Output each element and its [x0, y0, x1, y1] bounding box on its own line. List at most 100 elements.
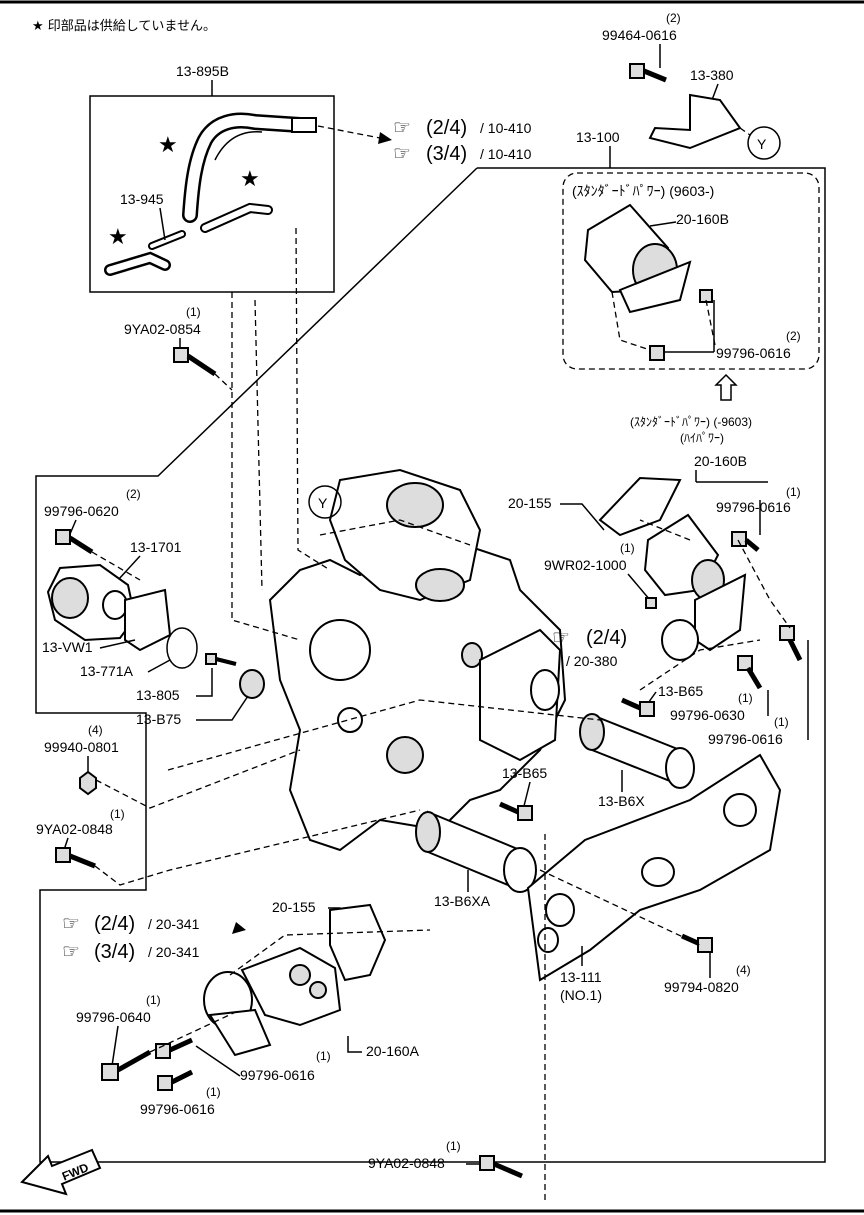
bolt-99796-0640	[101, 1049, 152, 1081]
label-std-power-pre9603: (ｽﾀﾝﾀﾞｰﾄﾞﾊﾟﾜｰ) (-9603)	[630, 415, 752, 429]
label-99796-0640: 99796-0640	[76, 1009, 151, 1025]
y-marker-circle	[747, 126, 781, 160]
header-note: ★ 印部品は供給していません。	[32, 19, 216, 34]
label-13-B6X: 13-B6X	[598, 793, 645, 809]
ref-20-341-a[interactable]: / 20-341	[148, 916, 200, 932]
up-arrow-icon	[714, 373, 738, 401]
actuator-20-160B	[643, 513, 747, 661]
actuator-20-160B-top	[583, 203, 713, 361]
label-9WR02-1000: 9WR02-1000	[544, 557, 627, 573]
gasket-20-155	[329, 903, 387, 982]
bolt-13-805	[205, 653, 237, 666]
bolt-9YA02-0854	[173, 347, 217, 377]
label-99940-0801: 99940-0801	[44, 739, 119, 755]
gasket-20-155-top	[598, 476, 682, 537]
qty-99796-0640: (1)	[146, 993, 161, 1007]
hand-icon: ☞	[393, 117, 411, 139]
ref-3-4-20-341[interactable]: (3/4)	[94, 941, 135, 963]
nut-99940	[79, 770, 97, 796]
label-20-160B-top: 20-160B	[676, 211, 729, 227]
bracket-13-380	[648, 93, 742, 150]
qty-99796-0620: (2)	[126, 487, 141, 501]
label-99796-0616-a: 99796-0616	[716, 345, 791, 361]
label-13-945: 13-945	[120, 191, 164, 207]
gasket-13-111	[526, 753, 782, 982]
star-icon: ★	[108, 225, 128, 250]
bolt-99796-0616-b	[731, 531, 760, 552]
valve-13-B6X	[579, 713, 695, 789]
bolt-99796-0616-e	[157, 1069, 194, 1091]
label-13-VW1: 13-VW1	[42, 639, 93, 655]
ref-3-4[interactable]: (3/4)	[426, 143, 467, 165]
y-marker-main: Y	[318, 495, 328, 511]
qty-9WR02: (1)	[620, 541, 635, 555]
label-13-111-no: (NO.1)	[560, 987, 602, 1003]
ref-10-410-b[interactable]: / 10-410	[480, 146, 532, 162]
hand-icon: ☞	[62, 913, 80, 935]
label-20-155-top: 20-155	[508, 495, 552, 511]
bolt-99464	[629, 63, 667, 83]
plug-9WR02	[645, 597, 657, 609]
hose-13-945	[104, 230, 186, 276]
label-13-100: 13-100	[576, 129, 620, 145]
ref-2-4-20-380[interactable]: (2/4)	[586, 627, 627, 649]
qty-99796-0616-e: (1)	[206, 1085, 221, 1099]
gear-13-B75	[239, 669, 265, 699]
bolt-99794-0820	[680, 933, 713, 953]
valve-13-B6XA	[415, 810, 537, 893]
engine-block-housing	[268, 468, 567, 852]
qty-99464: (2)	[666, 11, 681, 25]
qty-99796-0616-b: (1)	[786, 485, 801, 499]
label-99796-0616-b: 99796-0616	[716, 499, 791, 515]
label-99796-0630: 99796-0630	[670, 707, 745, 723]
qty-99796-0616-c: (1)	[774, 715, 789, 729]
ref-2-4-20-341[interactable]: (2/4)	[94, 913, 135, 935]
qty-99940: (4)	[88, 723, 103, 737]
label-99794-0820: 99794-0820	[664, 979, 739, 995]
label-99796-0616-e: 99796-0616	[140, 1101, 215, 1117]
label-9YA02-0848-a: 9YA02-0848	[36, 821, 113, 837]
qty-99796-0630: (1)	[738, 691, 753, 705]
ref-20-380[interactable]: / 20-380	[566, 653, 618, 669]
ref-10-410[interactable]: / 10-410	[480, 120, 532, 136]
label-99796-0620: 99796-0620	[44, 503, 119, 519]
y-marker-circle-main	[308, 485, 342, 519]
label-13-895B: 13-895B	[176, 63, 229, 79]
bolt-99796-0616-c	[779, 625, 803, 662]
label-20-160A: 20-160A	[366, 1043, 420, 1059]
bolt-99796-0616-d	[155, 1037, 194, 1059]
qty-99796-0616-d: (1)	[316, 1049, 331, 1063]
label-std-power-9603: (ｽﾀﾝﾀﾞｰﾄﾞﾊﾟﾜｰ) (9603-)	[572, 183, 714, 199]
label-13-771A: 13-771A	[80, 663, 134, 679]
qty-99796-0616-a: (2)	[786, 329, 801, 343]
label-13-B75: 13-B75	[136, 711, 181, 727]
hose-small	[200, 202, 273, 233]
label-9YA02-0848-b: 9YA02-0848	[368, 1155, 445, 1171]
label-13-B6XA: 13-B6XA	[434, 893, 491, 909]
label-high-power: (ﾊｲﾊﾟﾜｰ)	[680, 431, 724, 445]
label-99464-0616: 99464-0616	[602, 27, 677, 43]
bolt-9YA02-0848-a	[55, 847, 96, 869]
gasket-13-VW1	[124, 588, 172, 652]
fwd-arrow-icon	[20, 1148, 102, 1196]
bolt-99796-0620	[55, 529, 94, 555]
ref-2-4[interactable]: (2/4)	[426, 117, 467, 139]
bolt-13-B65-a	[620, 697, 655, 717]
main-frame	[35, 167, 826, 1163]
label-20-155-b: 20-155	[272, 899, 316, 915]
bolt-99796-0630	[737, 655, 763, 690]
qty-9YA02-0848-b: (1)	[446, 1139, 461, 1153]
qty-9YA02-0854: (1)	[186, 305, 201, 319]
star-icon: ★	[240, 167, 260, 192]
ref-20-341-b[interactable]: / 20-341	[148, 944, 200, 960]
label-13-B65-a: 13-B65	[658, 683, 703, 699]
label-9YA02-0854: 9YA02-0854	[124, 321, 201, 337]
y-marker: Y	[757, 136, 767, 152]
actuator-20-160A	[203, 946, 342, 1057]
label-99796-0616-d: 99796-0616	[240, 1067, 315, 1083]
hand-icon: ☞	[62, 941, 80, 963]
label-20-160B: 20-160B	[694, 453, 747, 469]
hand-icon: ☞	[552, 627, 570, 649]
star-icon: ★	[158, 133, 178, 158]
